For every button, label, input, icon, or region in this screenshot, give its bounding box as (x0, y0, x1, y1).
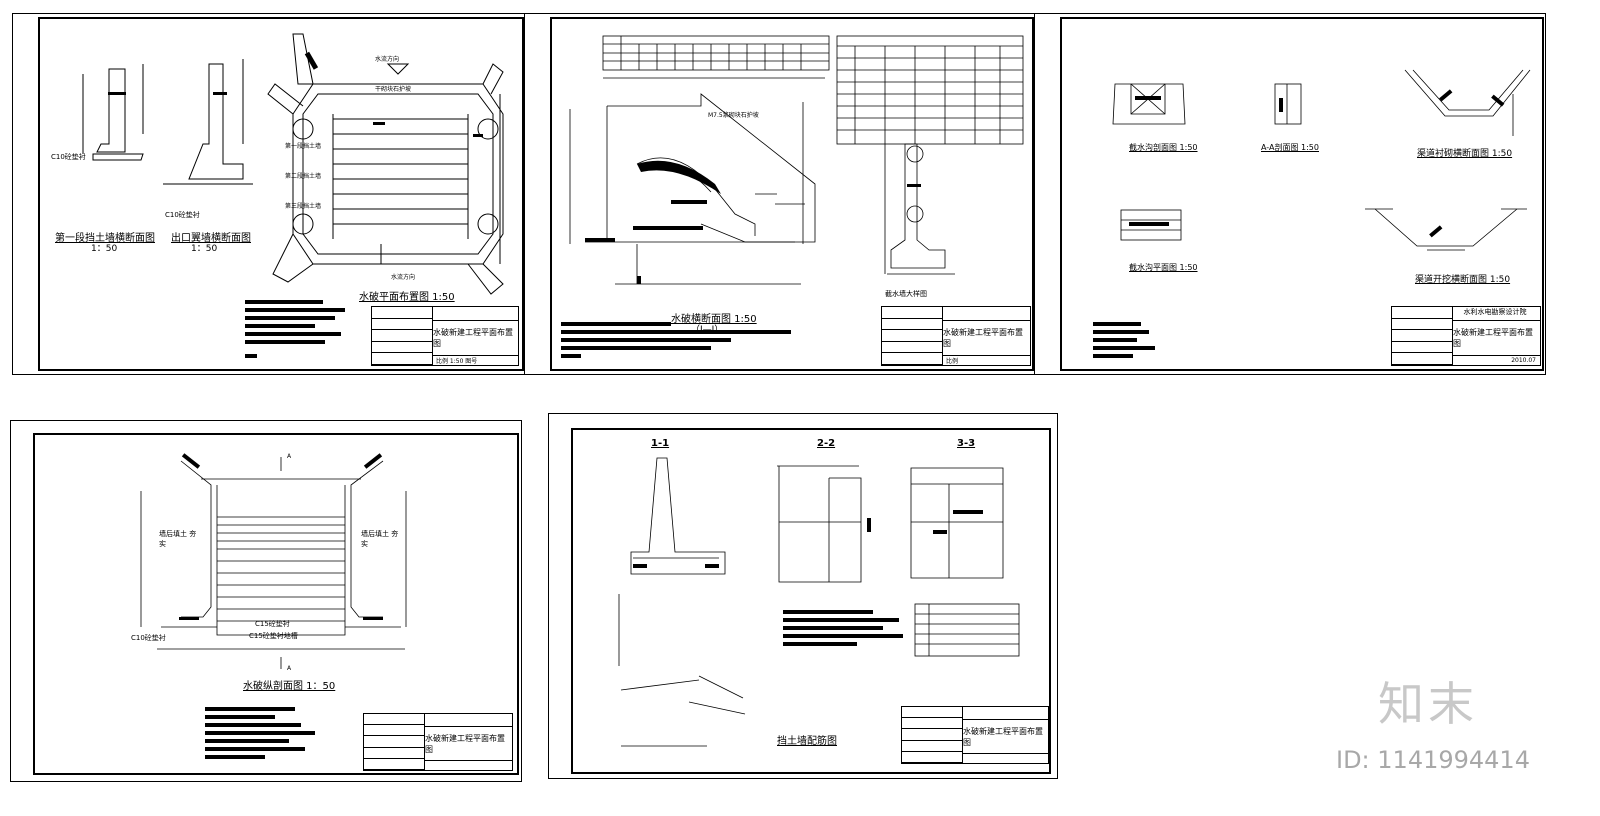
segment-3-label: 第三段挡土墙 (285, 203, 322, 210)
drawing-sheet-1[interactable]: 水流方向 干砌块石护坡 第一段挡土墙 第二段挡土墙 第三段挡土墙 水流方向 C1… (12, 13, 526, 375)
title-block-date: 2010.07 (1511, 356, 1536, 364)
note-line (783, 626, 883, 630)
section-22-label: 2-2 (817, 438, 836, 449)
segment-2-label: 第二段挡土墙 (285, 173, 322, 180)
title-block: 水破新建工程平面布置图 比例 1:50 图号 (371, 306, 519, 366)
drawing-sheet-3[interactable]: 截水沟剖面图 1:50 A-A剖面图 1:50 渠道衬砌横断面图 1:50 截水… (1034, 13, 1546, 375)
note-line (1093, 322, 1141, 326)
title-block-scale: 比例 1:50 图号 (436, 357, 478, 365)
plan-title: 水破平面布置图 1:50 (359, 292, 455, 303)
note-line (245, 300, 323, 304)
section-c-title: 截水沟平面图 1:50 (1129, 263, 1198, 272)
mark-a-bottom: A (287, 665, 292, 672)
reinforcement-drawing (618, 457, 1020, 747)
flow-direction-label: 水流方向 (375, 56, 400, 63)
left-fill-label: 墙后填土 夯实 (159, 530, 197, 548)
flow-direction-bottom-label: 水流方向 (391, 274, 416, 281)
title-block-name: 水破新建工程平面布置图 (943, 321, 1030, 356)
title-block-scale: 比例 (946, 357, 959, 365)
note-line (783, 642, 857, 646)
sheet-frame (38, 17, 524, 371)
note-line (205, 715, 275, 719)
section-33-label: 3-3 (957, 438, 976, 449)
small-title: 截水墙大样图 (885, 290, 927, 298)
note-line (1093, 338, 1137, 342)
mid-section-title: 出口翼墙横断面图 (171, 233, 251, 244)
note-line (783, 618, 899, 622)
right-fill-label: 墙后填土 夯实 (361, 530, 399, 548)
note-line (245, 308, 345, 312)
section-b-title: A-A剖面图 1:50 (1261, 143, 1319, 152)
title-block-name: 水破新建工程平面布置图 (963, 720, 1048, 755)
note-line (245, 332, 341, 336)
watermark-logo: 知末 (1378, 677, 1478, 731)
sheet-frame (1060, 17, 1544, 371)
left-section-scale: 1：50 (91, 244, 118, 254)
title-block: 水破新建工程平面布置图 (901, 706, 1049, 764)
note-line (245, 324, 315, 328)
c15b-label: C15砼垫衬地槽 (249, 632, 298, 640)
sheet-frame (550, 17, 1034, 371)
section-a-title: 截水沟剖面图 1:50 (1129, 143, 1198, 152)
note-line (205, 707, 295, 711)
note-line (1093, 346, 1155, 350)
mid-section-scale: 1：50 (191, 244, 218, 254)
note-line (205, 731, 315, 735)
note-line (1093, 330, 1149, 334)
note-line (245, 340, 325, 344)
title-block-name: 水破新建工程平面布置图 (425, 727, 512, 762)
section-e-title: 渠道开挖横断面图 1:50 (1415, 275, 1511, 285)
sheet-frame (33, 433, 519, 775)
longitudinal-title: 水破纵剖面图 1：50 (243, 681, 336, 692)
c10-label-a: C10砼垫衬 (51, 153, 86, 161)
lip-label: M7.5浆砌块石护坡 (708, 112, 759, 119)
c10-label-b: C10砼垫衬 (165, 211, 200, 219)
title-block-name: 水破新建工程平面布置图 (433, 321, 518, 356)
reinforcement-title: 挡土墙配筋图 (777, 736, 837, 747)
top-label: 干砌块石护坡 (375, 86, 412, 93)
drawing-sheet-4[interactable]: A 墙后填土 夯实 墙后填土 夯实 C15砼垫衬 C15砼垫衬地槽 C10砼垫衬… (10, 420, 522, 782)
note-line (783, 610, 873, 614)
note-line (205, 723, 301, 727)
note-line (561, 338, 731, 342)
watermark-id: ID: 1141994414 (1336, 746, 1530, 774)
channel-drawing (1112, 69, 1531, 251)
c15-label: C15砼垫衬 (255, 620, 290, 628)
title-block-name: 水破新建工程平面布置图 (1453, 321, 1540, 356)
note-line (1093, 354, 1133, 358)
note-line (205, 755, 265, 759)
drawing-sheet-2[interactable]: M7.5浆砌块石护坡 截水墙大样图 水破横断面图 1:50 （Ⅰ—Ⅰ） 水破新建… (524, 13, 1036, 375)
sheet-frame (571, 428, 1051, 774)
note-line (561, 346, 711, 350)
section-11-label: 1-1 (651, 438, 670, 449)
title-block-org: 水利水电勘察设计院 (1453, 307, 1540, 321)
note-line (561, 354, 581, 358)
longitudinal-drawing (140, 453, 407, 669)
cross-section-title: 水破横断面图 1:50 (671, 314, 757, 325)
title-block: 水利水电勘察设计院 水破新建工程平面布置图 2010.07 (1391, 306, 1541, 366)
drawing-sheet-5[interactable]: 1-1 2-2 3-3 挡土墙配筋图 水破新建工程平面布置图 (548, 413, 1058, 779)
left-section-title: 第一段挡土墙横断面图 (55, 233, 155, 244)
segment-1-label: 第一段挡土墙 (285, 143, 322, 150)
note-line (561, 330, 791, 334)
note-line (561, 322, 671, 326)
mark-a-top: A (287, 453, 292, 460)
section-d-title: 渠道衬砌横断面图 1:50 (1417, 149, 1513, 159)
note-line (245, 316, 335, 320)
note-line (205, 739, 289, 743)
title-block: 水破新建工程平面布置图 比例 (881, 306, 1031, 366)
title-block: 水破新建工程平面布置图 (363, 713, 513, 771)
c10-label: C10砼垫衬 (131, 634, 166, 642)
note-line (783, 634, 903, 638)
plan-drawing (82, 33, 504, 295)
note-line (205, 747, 305, 751)
cross-section-drawing (569, 35, 1024, 285)
note-line (245, 354, 257, 358)
